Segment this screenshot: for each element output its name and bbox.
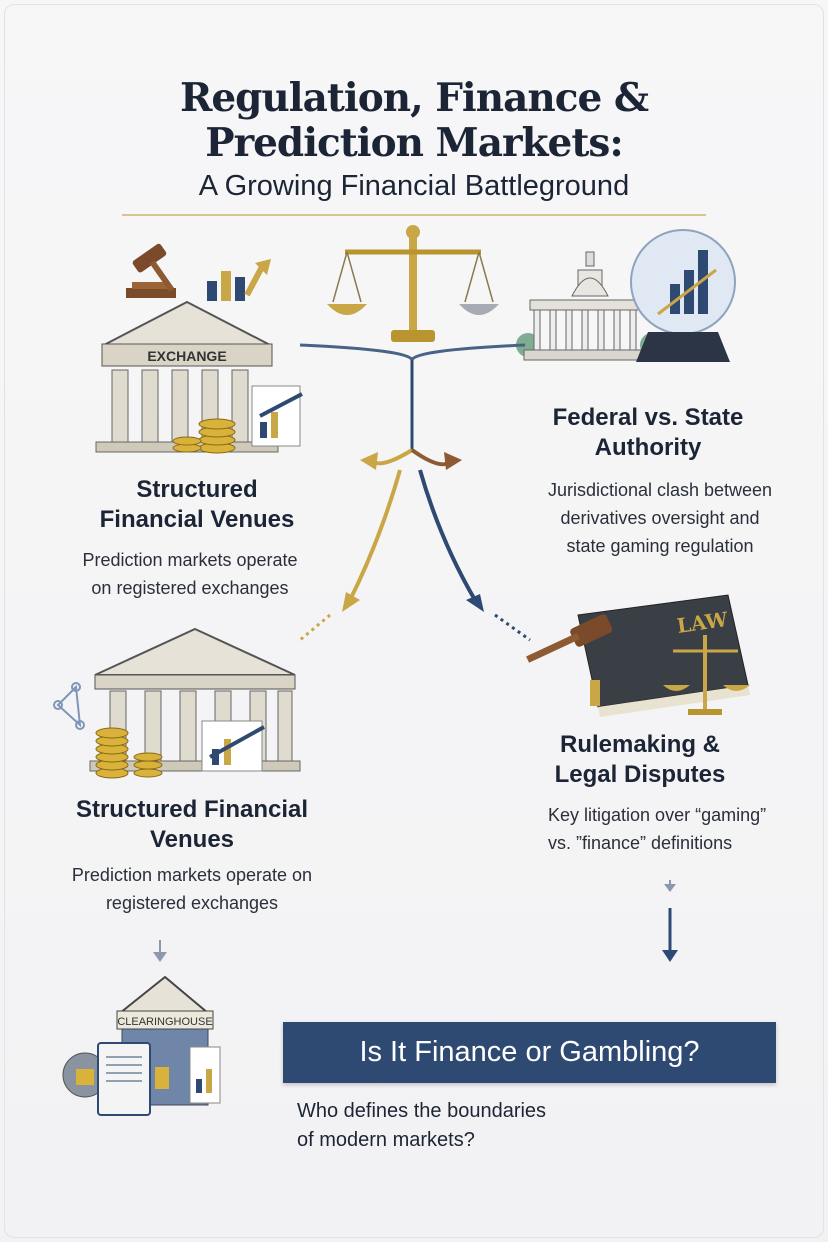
body-line: Prediction markets operate xyxy=(82,550,298,570)
federal-state-heading: Federal vs. State Authority xyxy=(520,403,776,463)
heading-line: Rulemaking & xyxy=(559,731,721,758)
venues-bottom-description: Prediction markets operate on registered… xyxy=(30,861,354,917)
law-book-gavel-icon: LAW xyxy=(526,594,750,717)
subtitle: A Growing Financial Battleground xyxy=(198,170,630,202)
exchange-sign: EXCHANGE xyxy=(147,348,226,364)
venues-bottom-heading: Structured Financial Venues xyxy=(40,795,344,855)
heading-line: Financial Venues xyxy=(99,506,295,533)
conclusion-description: Who defines the boundaries of modern mar… xyxy=(297,1097,546,1155)
scales-of-justice-icon xyxy=(327,225,499,342)
body-line: state gaming regulation xyxy=(566,536,754,556)
clearinghouse-sign: CLEARINGHOUSE xyxy=(117,1016,212,1028)
body-line: on registered exchanges xyxy=(91,578,289,598)
crystal-ball-chart-icon xyxy=(630,229,736,362)
body-line: derivatives oversight and xyxy=(560,508,760,528)
heading-line: Legal Disputes xyxy=(554,761,726,788)
body-line: Who defines the boundaries xyxy=(297,1100,547,1122)
growth-arrows-icon xyxy=(207,259,271,301)
financial-venue-building-icon xyxy=(53,627,301,779)
rulemaking-heading: Rulemaking & Legal Disputes xyxy=(510,730,770,790)
heading-line: Authority xyxy=(594,434,702,461)
federal-state-description: Jurisdictional clash between derivatives… xyxy=(500,476,820,560)
heading-line: Venues xyxy=(149,826,235,853)
conclusion-question: Is It Finance or Gambling? xyxy=(359,1036,700,1068)
body-line: Key litigation over “gaming” xyxy=(548,805,767,825)
body-line: Jurisdictional clash between xyxy=(547,480,773,500)
body-line: registered exchanges xyxy=(105,893,279,913)
title-line-1: Regulation, Finance & xyxy=(179,75,649,121)
body-line: Prediction markets operate on xyxy=(71,865,313,885)
title-divider xyxy=(122,214,706,216)
venues-top-heading: Structured Financial Venues xyxy=(70,475,324,535)
heading-line: Structured Financial xyxy=(75,796,309,823)
body-line: of modern markets? xyxy=(297,1129,475,1151)
page-frame xyxy=(4,4,824,1238)
conclusion-question-banner: Is It Finance or Gambling? xyxy=(283,1022,776,1083)
exchange-building-icon: EXCHANGE xyxy=(95,300,303,454)
clearinghouse-icon: CLEARINGHOUSE xyxy=(62,975,221,1116)
gavel-icon xyxy=(126,243,176,298)
title-line-2: Prediction Markets: xyxy=(205,120,623,166)
body-line: vs. ”finance” definitions xyxy=(548,833,733,853)
venues-top-description: Prediction markets operate on registered… xyxy=(40,546,340,602)
heading-line: Federal vs. State xyxy=(552,404,744,431)
heading-line: Structured xyxy=(136,476,258,503)
rulemaking-description: Key litigation over “gaming” vs. ”financ… xyxy=(510,801,815,857)
